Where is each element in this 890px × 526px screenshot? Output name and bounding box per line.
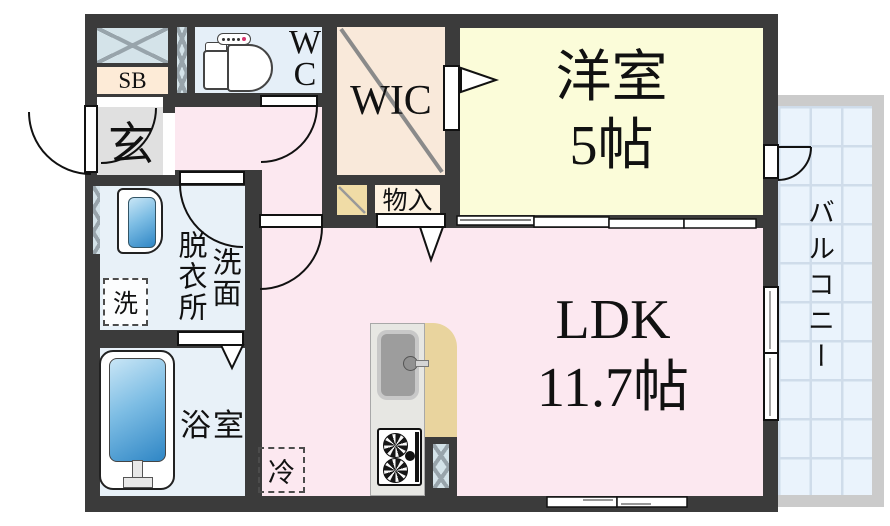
pipe-shaft-icon: [97, 28, 168, 63]
storage-corner-box: [337, 185, 367, 215]
entrance-step-side: [163, 113, 175, 175]
pipe-shaft-icon: [433, 444, 449, 488]
stove-knob-icon: [405, 451, 415, 461]
washer-space: 洗: [103, 278, 148, 326]
bathtub-icon: [99, 350, 175, 490]
ldk-name: LDK: [555, 289, 671, 351]
hallway: [175, 107, 322, 170]
toilet-bowl-icon: [227, 44, 273, 92]
pipe-shaft-icon: [177, 27, 187, 93]
western-room-size: 5帖: [569, 115, 654, 178]
washbasin-bowl-icon: [128, 197, 156, 248]
entrance-step: [97, 97, 163, 107]
hallway-lower: [262, 170, 322, 215]
kitchen-wall-stub: [425, 437, 457, 496]
washroom-label-front: 洗面: [208, 247, 240, 309]
faucet-handle-icon: [415, 360, 429, 367]
ldk-label: LDK 11.7帖: [468, 286, 758, 423]
burner-icon: [383, 433, 408, 458]
storage-closet: 物入: [375, 185, 440, 215]
bathtub-drain-base-icon: [123, 477, 153, 488]
western-room: [460, 28, 763, 215]
front-door-arc: [28, 111, 92, 175]
ldk-size: 11.7帖: [537, 357, 689, 420]
wc-letter-c: C: [293, 56, 317, 93]
wic-label: WIC: [350, 78, 432, 124]
washer-label: 洗: [112, 291, 138, 318]
toilet-control-panel-icon: [217, 33, 251, 45]
refrigerator-space: 冷: [258, 447, 305, 493]
western-room-name: 洋室: [555, 47, 668, 109]
bathroom-label: 浴室: [180, 407, 246, 443]
storage-label: 物入: [382, 188, 433, 215]
western-room-label: 洋室 5帖: [470, 44, 753, 181]
wc-letter-w: W: [288, 24, 322, 61]
shoe-box: SB: [97, 67, 168, 94]
stove-rail-icon: [415, 432, 419, 482]
ldk-room: [262, 228, 763, 496]
kitchen-counter-tan: [425, 323, 457, 437]
entrance-label: 玄: [108, 119, 154, 170]
stove-icon: [377, 428, 422, 486]
burner-icon: [383, 458, 408, 483]
shoe-box-label: SB: [118, 67, 147, 93]
washbasin-icon: [117, 188, 163, 254]
wc-label: W C: [288, 24, 322, 93]
refrigerator-label: 冷: [268, 457, 295, 488]
bathtub-basin-icon: [109, 358, 166, 462]
balcony-label: バルコニー: [804, 198, 834, 378]
